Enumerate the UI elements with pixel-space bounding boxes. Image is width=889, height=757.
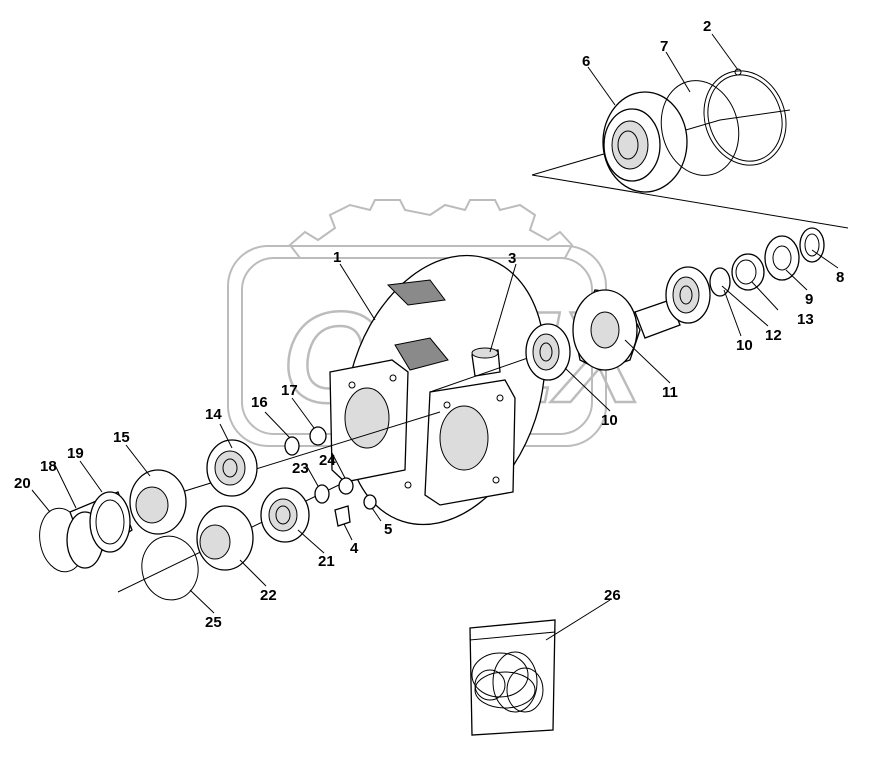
callout-7: 7 [660,38,668,55]
callout-13: 13 [797,311,814,328]
callout-12: 12 [765,327,782,344]
callout-6: 6 [582,53,590,70]
callout-11: 11 [662,384,678,401]
callout-2: 2 [703,18,711,35]
callout-9: 9 [805,291,813,308]
callout-21: 21 [318,553,335,570]
callout-4: 4 [350,540,359,557]
callout-15: 15 [113,429,130,446]
callout-20: 20 [14,475,31,492]
main-housing [329,254,546,526]
callout-3: 3 [508,250,516,267]
input-gear-group [39,411,441,601]
housing-plug [471,347,501,377]
callout-5: 5 [384,521,392,538]
bearing-housing-group [531,68,849,229]
callout-10-left: 10 [601,412,618,429]
shaft-line [429,227,825,393]
leader-lines [31,33,839,641]
callout-22: 22 [260,587,277,604]
callout-24: 24 [319,452,336,469]
callout-19: 19 [67,445,84,462]
callouts: 1 2 3 4 5 6 7 8 9 10 10 11 12 13 14 15 1… [14,18,844,631]
callout-23: 23 [292,460,309,477]
callout-10-right: 10 [736,337,753,354]
callout-14: 14 [205,406,222,423]
callout-18: 18 [40,458,57,475]
seal-kit-bag [469,619,556,736]
callout-1: 1 [333,249,341,266]
callout-16: 16 [251,394,268,411]
callout-17: 17 [281,382,298,399]
callout-26: 26 [604,587,621,604]
callout-25: 25 [205,614,222,631]
callout-8: 8 [836,269,844,286]
